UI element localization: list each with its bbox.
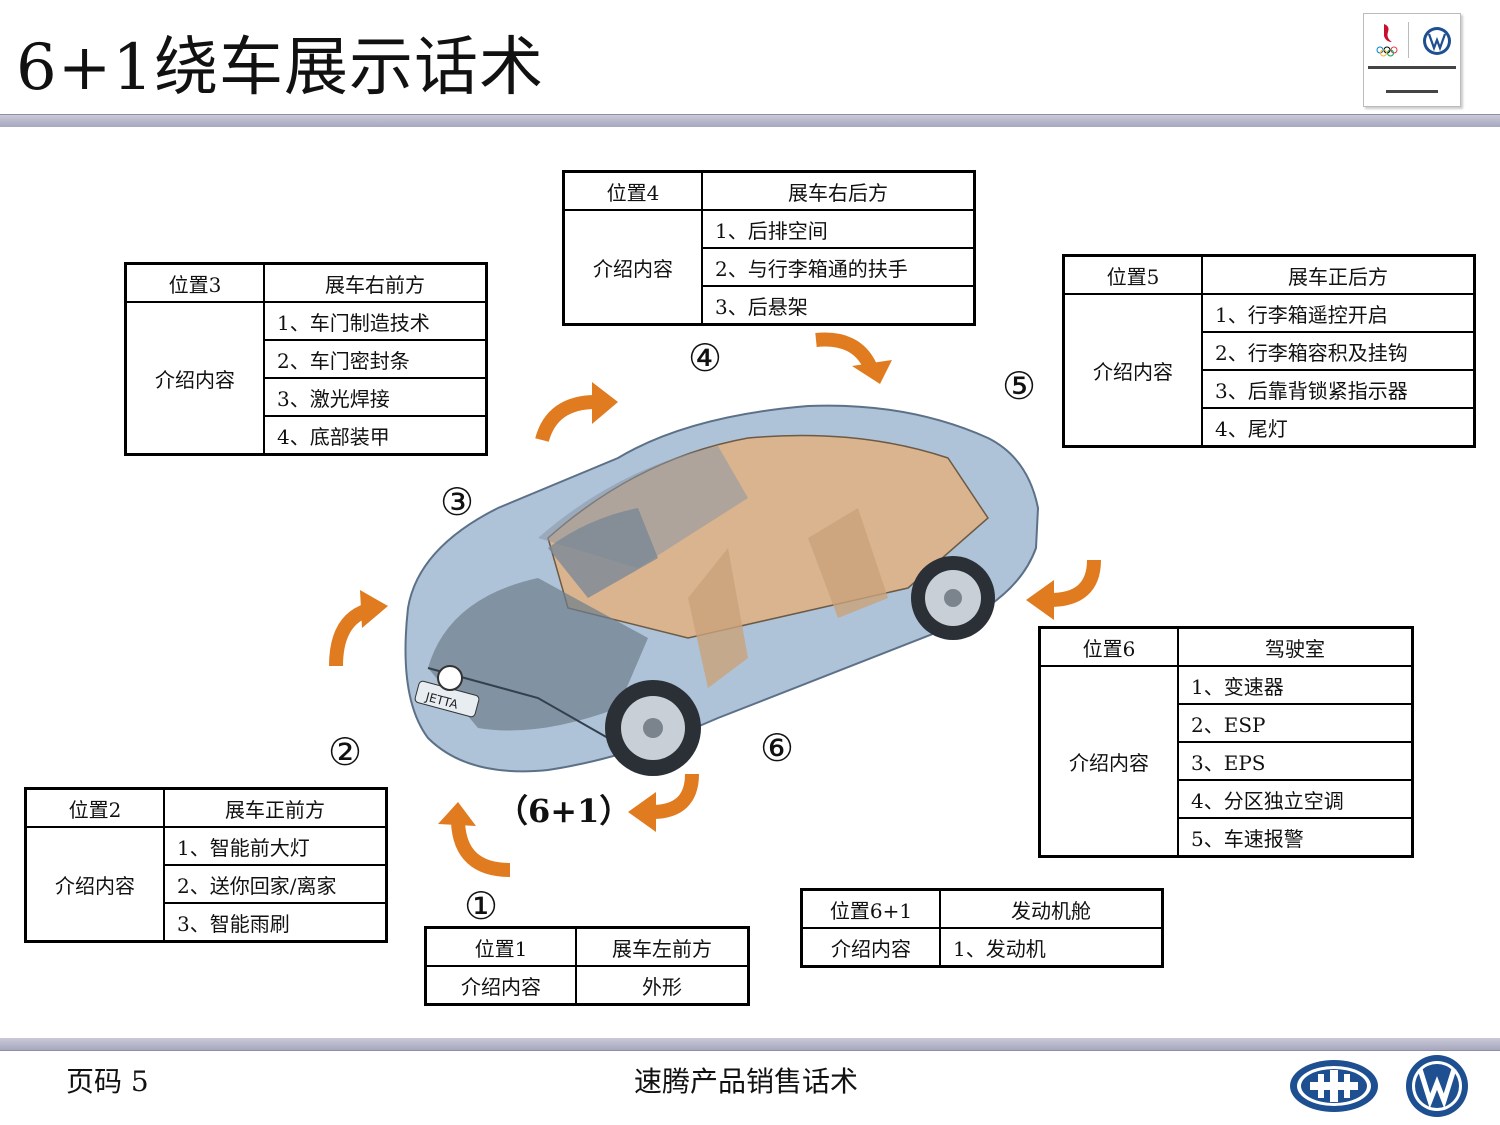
intro-item: 3、EPS [1177,741,1414,781]
intro-label: 介绍内容 [424,965,577,1006]
intro-label: 介绍内容 [124,301,265,456]
marker-1: ① [464,884,499,928]
intro-item: 5、车速报警 [1177,817,1414,858]
station-position: 展车正后方 [1201,254,1476,295]
intro-label: 介绍内容 [562,209,703,326]
intro-item: 外形 [575,965,750,1006]
arrow-1-to-2-icon [438,802,511,877]
faw-logo-icon [1290,1060,1378,1112]
logo-caption-line [1386,90,1438,93]
intro-item: 4、底部装甲 [263,415,488,456]
intro-item: 2、ESP [1177,703,1414,743]
intro-label: 介绍内容 [1038,665,1179,858]
station-table-1: 位置1 展车左前方 介绍内容 外形 [424,926,750,1006]
intro-item: 3、激光焊接 [263,377,488,417]
intro-item: 2、与行李箱通的扶手 [701,247,976,287]
footer-title: 速腾产品销售话术 [634,1065,859,1098]
intro-label: 介绍内容 [24,826,165,943]
intro-item: 1、变速器 [1177,665,1414,705]
station-position: 发动机舱 [939,888,1164,929]
intro-item: 1、行李箱遥控开启 [1201,293,1476,333]
station-position: 展车右前方 [263,262,488,303]
station-label: 位置6 [1038,626,1179,667]
vw-logo-icon [1406,1055,1468,1117]
station-label: 位置3 [124,262,265,303]
intro-item: 3、后靠背锁紧指示器 [1201,369,1476,409]
car-cutaway-illustration: JETTA [404,404,1040,776]
intro-item: 2、车门密封条 [263,339,488,379]
arrow-3-to-4-icon [535,382,618,442]
arrow-4-to-5-icon [815,332,892,384]
intro-item: 1、后排空间 [701,209,976,249]
intro-item: 4、尾灯 [1201,407,1476,448]
station-label: 位置1 [424,926,577,967]
center-label: （6+1） [496,792,632,830]
intro-item: 3、智能雨刷 [163,902,388,943]
station-position: 驾驶室 [1177,626,1414,667]
intro-item: 1、车门制造技术 [263,301,488,341]
header-rule [0,114,1500,127]
station-position: 展车正前方 [163,787,388,828]
station-table-6: 位置6 驾驶室 介绍内容 1、变速器 2、ESP 3、EPS 4、分区独立空调 … [1038,626,1414,858]
marker-2: ② [328,730,363,774]
arrow-5-to-6-icon [1026,559,1101,620]
marker-3: ③ [440,480,475,524]
page-title: 6+1绕车展示话术 [16,31,545,105]
intro-item: 2、送你回家/离家 [163,864,388,904]
arrow-2-to-3-icon [329,590,388,667]
station-label: 位置6+1 [800,888,941,929]
page-number: 页码 5 [66,1065,149,1098]
footer-rule [0,1038,1500,1051]
arrow-6-to-engine-icon [628,773,699,832]
logo-divider [1408,22,1409,58]
marker-6: ⑥ [760,726,795,770]
station-table-6plus1: 位置6+1 发动机舱 介绍内容 1、发动机 [800,888,1164,968]
intro-label: 介绍内容 [1062,293,1203,448]
station-table-4: 位置4 展车右后方 介绍内容 1、后排空间 2、与行李箱通的扶手 3、后悬架 [562,170,976,326]
intro-item: 1、发动机 [939,927,1164,968]
olympic-partner-logo [1363,13,1461,107]
station-position: 展车右后方 [701,170,976,211]
beijing-olympics-icon [1376,24,1398,57]
station-table-5: 位置5 展车正后方 介绍内容 1、行李箱遥控开启 2、行李箱容积及挂钩 3、后靠… [1062,254,1476,448]
intro-item: 3、后悬架 [701,285,976,326]
intro-item: 4、分区独立空调 [1177,779,1414,819]
vw-logo-icon [1423,27,1451,55]
intro-item: 2、行李箱容积及挂钩 [1201,331,1476,371]
station-table-3: 位置3 展车右前方 介绍内容 1、车门制造技术 2、车门密封条 3、激光焊接 4… [124,262,488,456]
marker-5: ⑤ [1002,364,1037,408]
intro-item: 1、智能前大灯 [163,826,388,866]
station-position: 展车左前方 [575,926,750,967]
logo-caption-line [1368,66,1456,69]
station-label: 位置5 [1062,254,1203,295]
station-label: 位置2 [24,787,165,828]
marker-4: ④ [688,336,723,380]
intro-label: 介绍内容 [800,927,941,968]
station-table-2: 位置2 展车正前方 介绍内容 1、智能前大灯 2、送你回家/离家 3、智能雨刷 [24,787,388,943]
station-label: 位置4 [562,170,703,211]
